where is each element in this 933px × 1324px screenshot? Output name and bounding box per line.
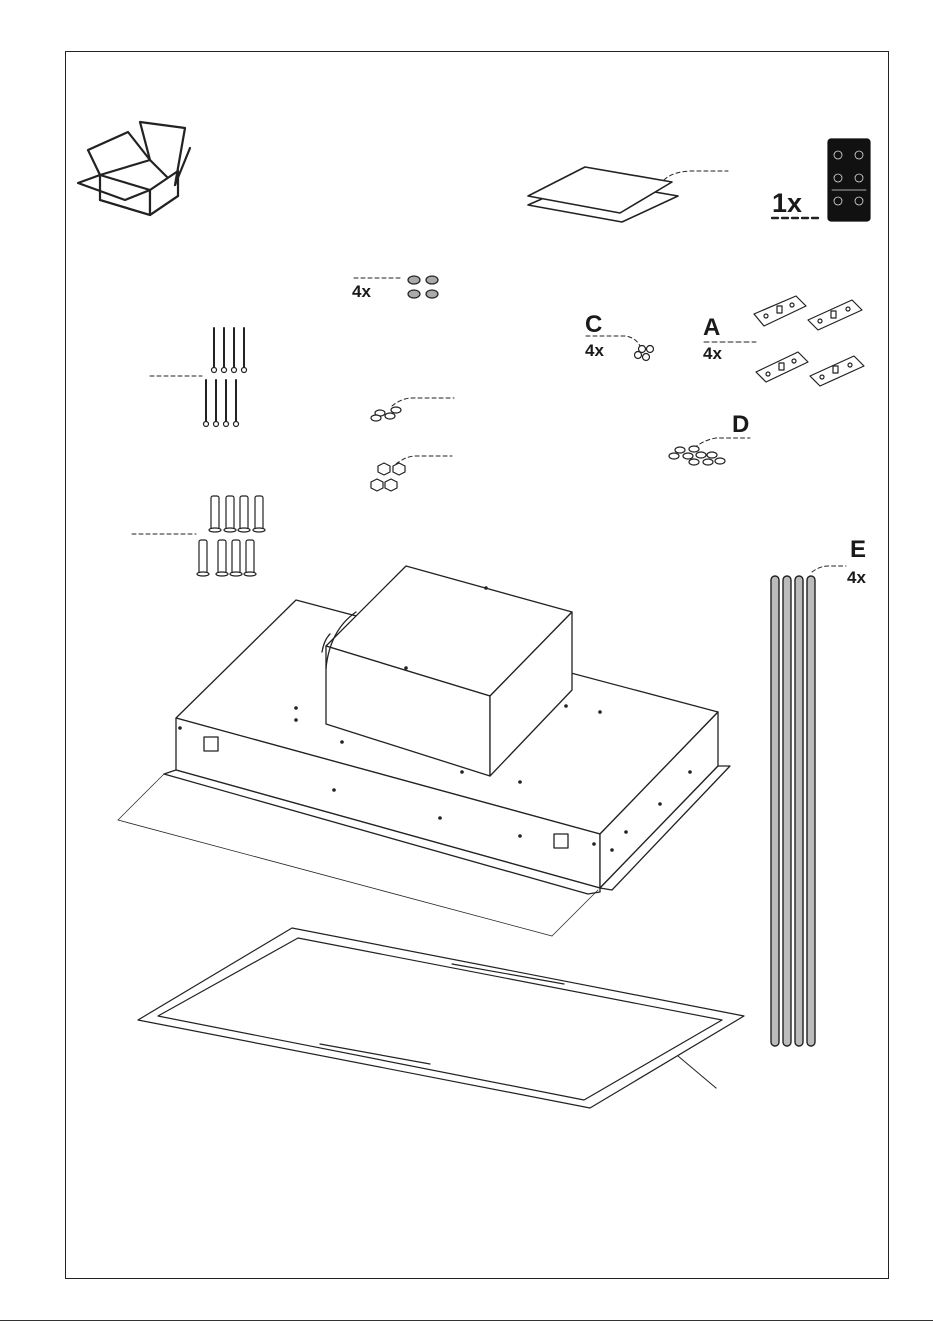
part-e-letter: E bbox=[850, 538, 866, 562]
manual-sheets-icon bbox=[528, 167, 728, 222]
nuts-group bbox=[371, 456, 452, 491]
filter-frame bbox=[138, 928, 744, 1108]
part-e-rods bbox=[771, 566, 846, 1046]
part-d-group bbox=[669, 438, 750, 465]
washers-group bbox=[371, 398, 454, 421]
caps-qty-label: 4x bbox=[352, 283, 371, 300]
part-c-letter: C bbox=[585, 313, 602, 337]
remote-qty-label: 1x bbox=[772, 190, 802, 217]
part-d-letter: D bbox=[732, 413, 749, 437]
hood-body bbox=[118, 566, 730, 936]
part-c-qty-label: 4x bbox=[585, 342, 604, 359]
part-e-qty-label: 4x bbox=[847, 569, 866, 586]
open-box-icon bbox=[78, 122, 190, 215]
wall-plugs-group bbox=[132, 496, 265, 576]
part-a-qty-label: 4x bbox=[703, 345, 722, 362]
long-screws-group bbox=[150, 328, 247, 427]
part-a-letter: A bbox=[703, 316, 720, 340]
part-a-group bbox=[704, 296, 864, 386]
bottom-rule bbox=[0, 1320, 933, 1321]
